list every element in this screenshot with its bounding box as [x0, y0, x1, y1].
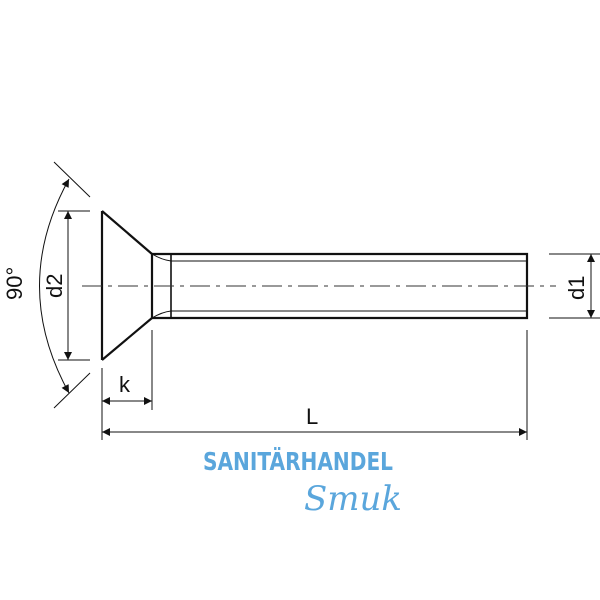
d2-label: d2 [42, 274, 67, 298]
extension-lines [53, 161, 600, 440]
watermark-line1: SANITÄRHANDEL [203, 446, 393, 476]
angle-dimension-arc [39, 178, 70, 394]
angle-label: 90° [2, 267, 27, 300]
l-label: L [306, 404, 318, 429]
watermark-line2: Smuk [304, 479, 402, 519]
d1-label: d1 [564, 276, 589, 300]
k-label: k [119, 372, 131, 397]
